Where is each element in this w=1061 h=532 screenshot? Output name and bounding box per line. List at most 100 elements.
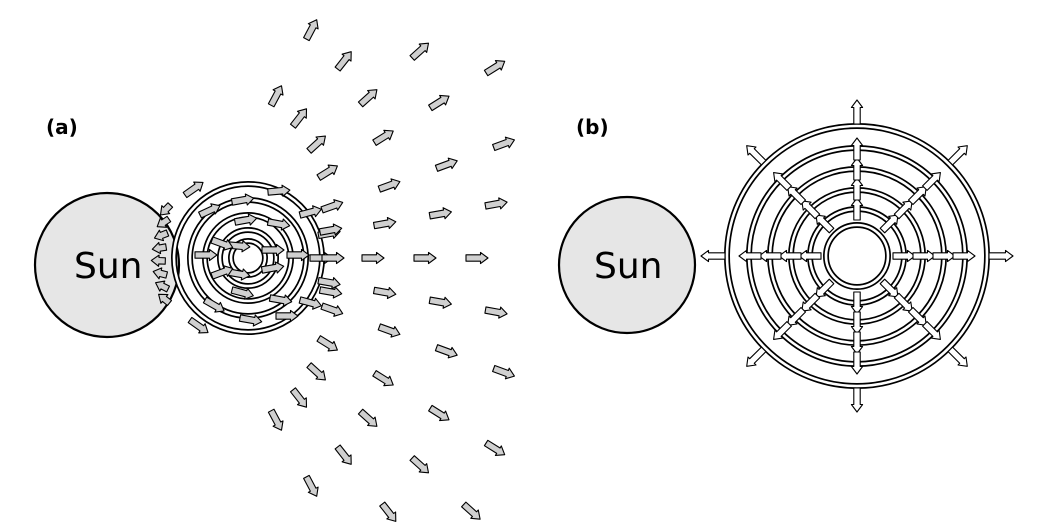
panel-b-arrow-14: [850, 197, 864, 221]
panel-a-arrow-44: [182, 181, 204, 199]
panel-a-arrow-46: [194, 248, 218, 262]
panel-a-arrow-50: [267, 184, 291, 197]
panel-a-arrow-19: [361, 251, 385, 265]
panel-b-arrow-12: [798, 249, 822, 263]
panel-a-arrow-23: [357, 408, 378, 427]
panel-a-flow-arrows: [150, 19, 515, 522]
panel-a-arrow-75: [155, 280, 171, 293]
panel-b-arrow-30: [850, 157, 864, 181]
panel-a-arrow-52: [266, 218, 291, 231]
panel-b-arrow-26: [850, 331, 864, 355]
panel-a-arrow-40: [484, 306, 508, 319]
panel-a-arrow-11: [289, 387, 308, 408]
panel-a-arrow-76: [158, 293, 173, 307]
panel-a-arrow-18: [372, 216, 397, 230]
panel-a-arrow-57: [260, 261, 285, 274]
panel-a-arrow-14: [334, 51, 352, 72]
panel-a-arrow-13: [303, 19, 319, 42]
panel-a-arrow-39: [465, 251, 489, 265]
panel-b-arrow-13: [815, 214, 835, 234]
panel-a-arrow-61: [298, 296, 322, 310]
panel-b-arrow-2: [850, 387, 864, 413]
panel-a-arrow-47: [202, 296, 225, 313]
panel-a-arrow-22: [372, 370, 394, 387]
panel-b-arrow-35: [773, 321, 792, 340]
panel-b-arrow-16: [912, 249, 936, 263]
panel-a-arrow-45: [198, 203, 221, 219]
panel-b-arrow-6: [850, 99, 864, 125]
panel-a-arrow-69: [159, 202, 174, 216]
panel-a-arrow-63: [275, 309, 299, 323]
panel-a-arrow-31: [428, 296, 452, 309]
panel-b-arrow-28: [758, 249, 782, 263]
panel-a-arrow-20: [372, 286, 397, 300]
panel-a-arrow-29: [428, 207, 452, 220]
panel-a-arrow-8: [320, 302, 344, 317]
panel-a-arrow-72: [151, 241, 168, 255]
panel-b-expansion-arrows: [700, 99, 1014, 413]
panel-b-arrow-23: [893, 200, 913, 220]
panel-a-arrow-4: [320, 199, 344, 214]
panel-b-arrow-29: [787, 186, 807, 206]
panel-b-arrow-8: [892, 249, 916, 263]
panel-b-arrow-9: [879, 278, 899, 298]
panel-b-label: (b): [576, 115, 609, 139]
panel-a-arrow-30: [413, 251, 437, 265]
panel-a-arrow-17: [377, 178, 401, 193]
panel-b-arrow-39: [922, 172, 941, 191]
panel-b-arrow-37: [773, 172, 792, 191]
panel-a-arrow-65: [321, 251, 345, 265]
panel-b-arrow-15: [879, 214, 899, 234]
panel-b-arrow-38: [850, 137, 864, 161]
panel-a-arrow-26: [409, 42, 430, 61]
panel-b-arrow-1: [947, 346, 968, 367]
panel-a-arrow-25: [303, 474, 319, 497]
panel-b-ring-1-inner: [725, 124, 989, 388]
panel-a-arrow-15: [357, 89, 378, 108]
panel-a-arrow-66: [318, 286, 343, 299]
panel-b-sun: [557, 195, 697, 335]
panel-b-arrow-27: [787, 306, 807, 326]
panel-a-arrow-35: [379, 501, 397, 522]
panel-a-arrow-60: [268, 294, 293, 307]
panel-a-arrow-68: [210, 265, 234, 280]
panel-a-ring-4-inner: [218, 228, 278, 288]
panel-a-arrow-56: [286, 248, 310, 262]
panel-a-arrow-51: [298, 205, 322, 219]
panel-a-arrow-12: [267, 408, 284, 431]
panel-a-arrow-73: [150, 254, 166, 267]
panel-a-arrow-10: [306, 362, 326, 381]
panel-a-arrow-59: [230, 286, 254, 300]
panel-b-arrow-19: [801, 292, 821, 312]
panel-a-arrow-58: [226, 268, 251, 281]
panel-b: (b) Sun: [557, 99, 1014, 413]
panel-a-arrow-70: [156, 215, 172, 228]
panel-b-arrow-34: [850, 351, 864, 375]
panel-a-arrow-7: [317, 276, 341, 290]
panel-a-label: (a): [46, 115, 78, 139]
panel-a-arrow-62: [238, 314, 263, 327]
panel-b-ring-6-inner: [824, 223, 890, 289]
panel-a-arrow-21: [377, 323, 401, 338]
panel-a-arrow-2: [306, 135, 326, 154]
panel-a-arrow-38: [484, 197, 508, 210]
panel-b-arrow-21: [801, 200, 821, 220]
panel-a-arrow-74: [152, 267, 169, 280]
panel-a-arrow-27: [428, 94, 450, 112]
panel-a-arrow-9: [316, 335, 338, 352]
panel-a-arrow-33: [428, 404, 450, 422]
panel-b-arrow-7: [947, 145, 968, 166]
panel-a: (a) Sun: [33, 19, 515, 522]
panel-b-arrow-32: [952, 249, 976, 263]
panel-a-arrow-64: [318, 223, 343, 236]
panel-b-arrow-11: [815, 278, 835, 298]
panel-a-arrow-71: [153, 229, 170, 242]
panel-b-arrow-17: [893, 292, 913, 312]
panel-a-arrow-49: [230, 193, 255, 206]
panel-a-arrow-48: [187, 316, 209, 334]
panel-b-arrow-31: [907, 186, 927, 206]
panel-a-arrow-32: [434, 344, 458, 359]
panel-a-arrow-67: [210, 236, 234, 251]
panel-a-arrow-34: [409, 455, 430, 474]
